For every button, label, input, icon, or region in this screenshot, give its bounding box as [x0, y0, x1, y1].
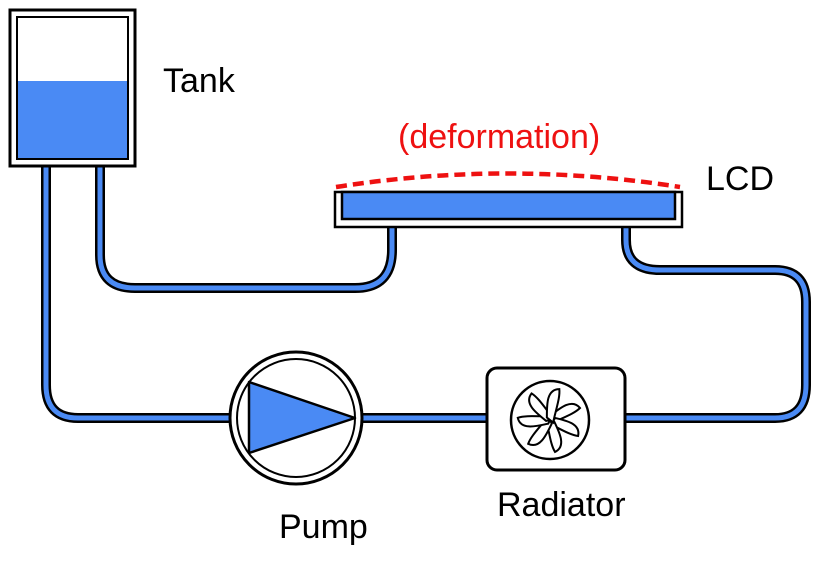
pipe-lcd-to-radiator	[623, 220, 809, 421]
radiator	[485, 366, 627, 472]
pipe-tank-to-lcd	[97, 163, 395, 291]
deformation-curve	[335, 171, 681, 190]
pipe-lcd-to-radiator-outline	[621, 220, 811, 423]
lcd-coolant-channel	[340, 190, 677, 221]
lcd-panel	[333, 190, 684, 229]
triangle-pump-icon	[247, 380, 357, 455]
pump	[228, 350, 364, 486]
deformation-label: (deformation)	[398, 118, 600, 156]
lcd-label: LCD	[706, 160, 774, 198]
tank	[8, 8, 137, 168]
radiator-label: Radiator	[497, 486, 626, 524]
pipe-tank-to-pump	[43, 163, 232, 421]
tank-label: Tank	[163, 62, 236, 100]
pipe-network	[41, 163, 811, 423]
fan-blade	[545, 388, 561, 425]
fan-icon	[509, 379, 591, 461]
tank-coolant	[18, 81, 127, 158]
pump-label: Pump	[279, 508, 368, 546]
